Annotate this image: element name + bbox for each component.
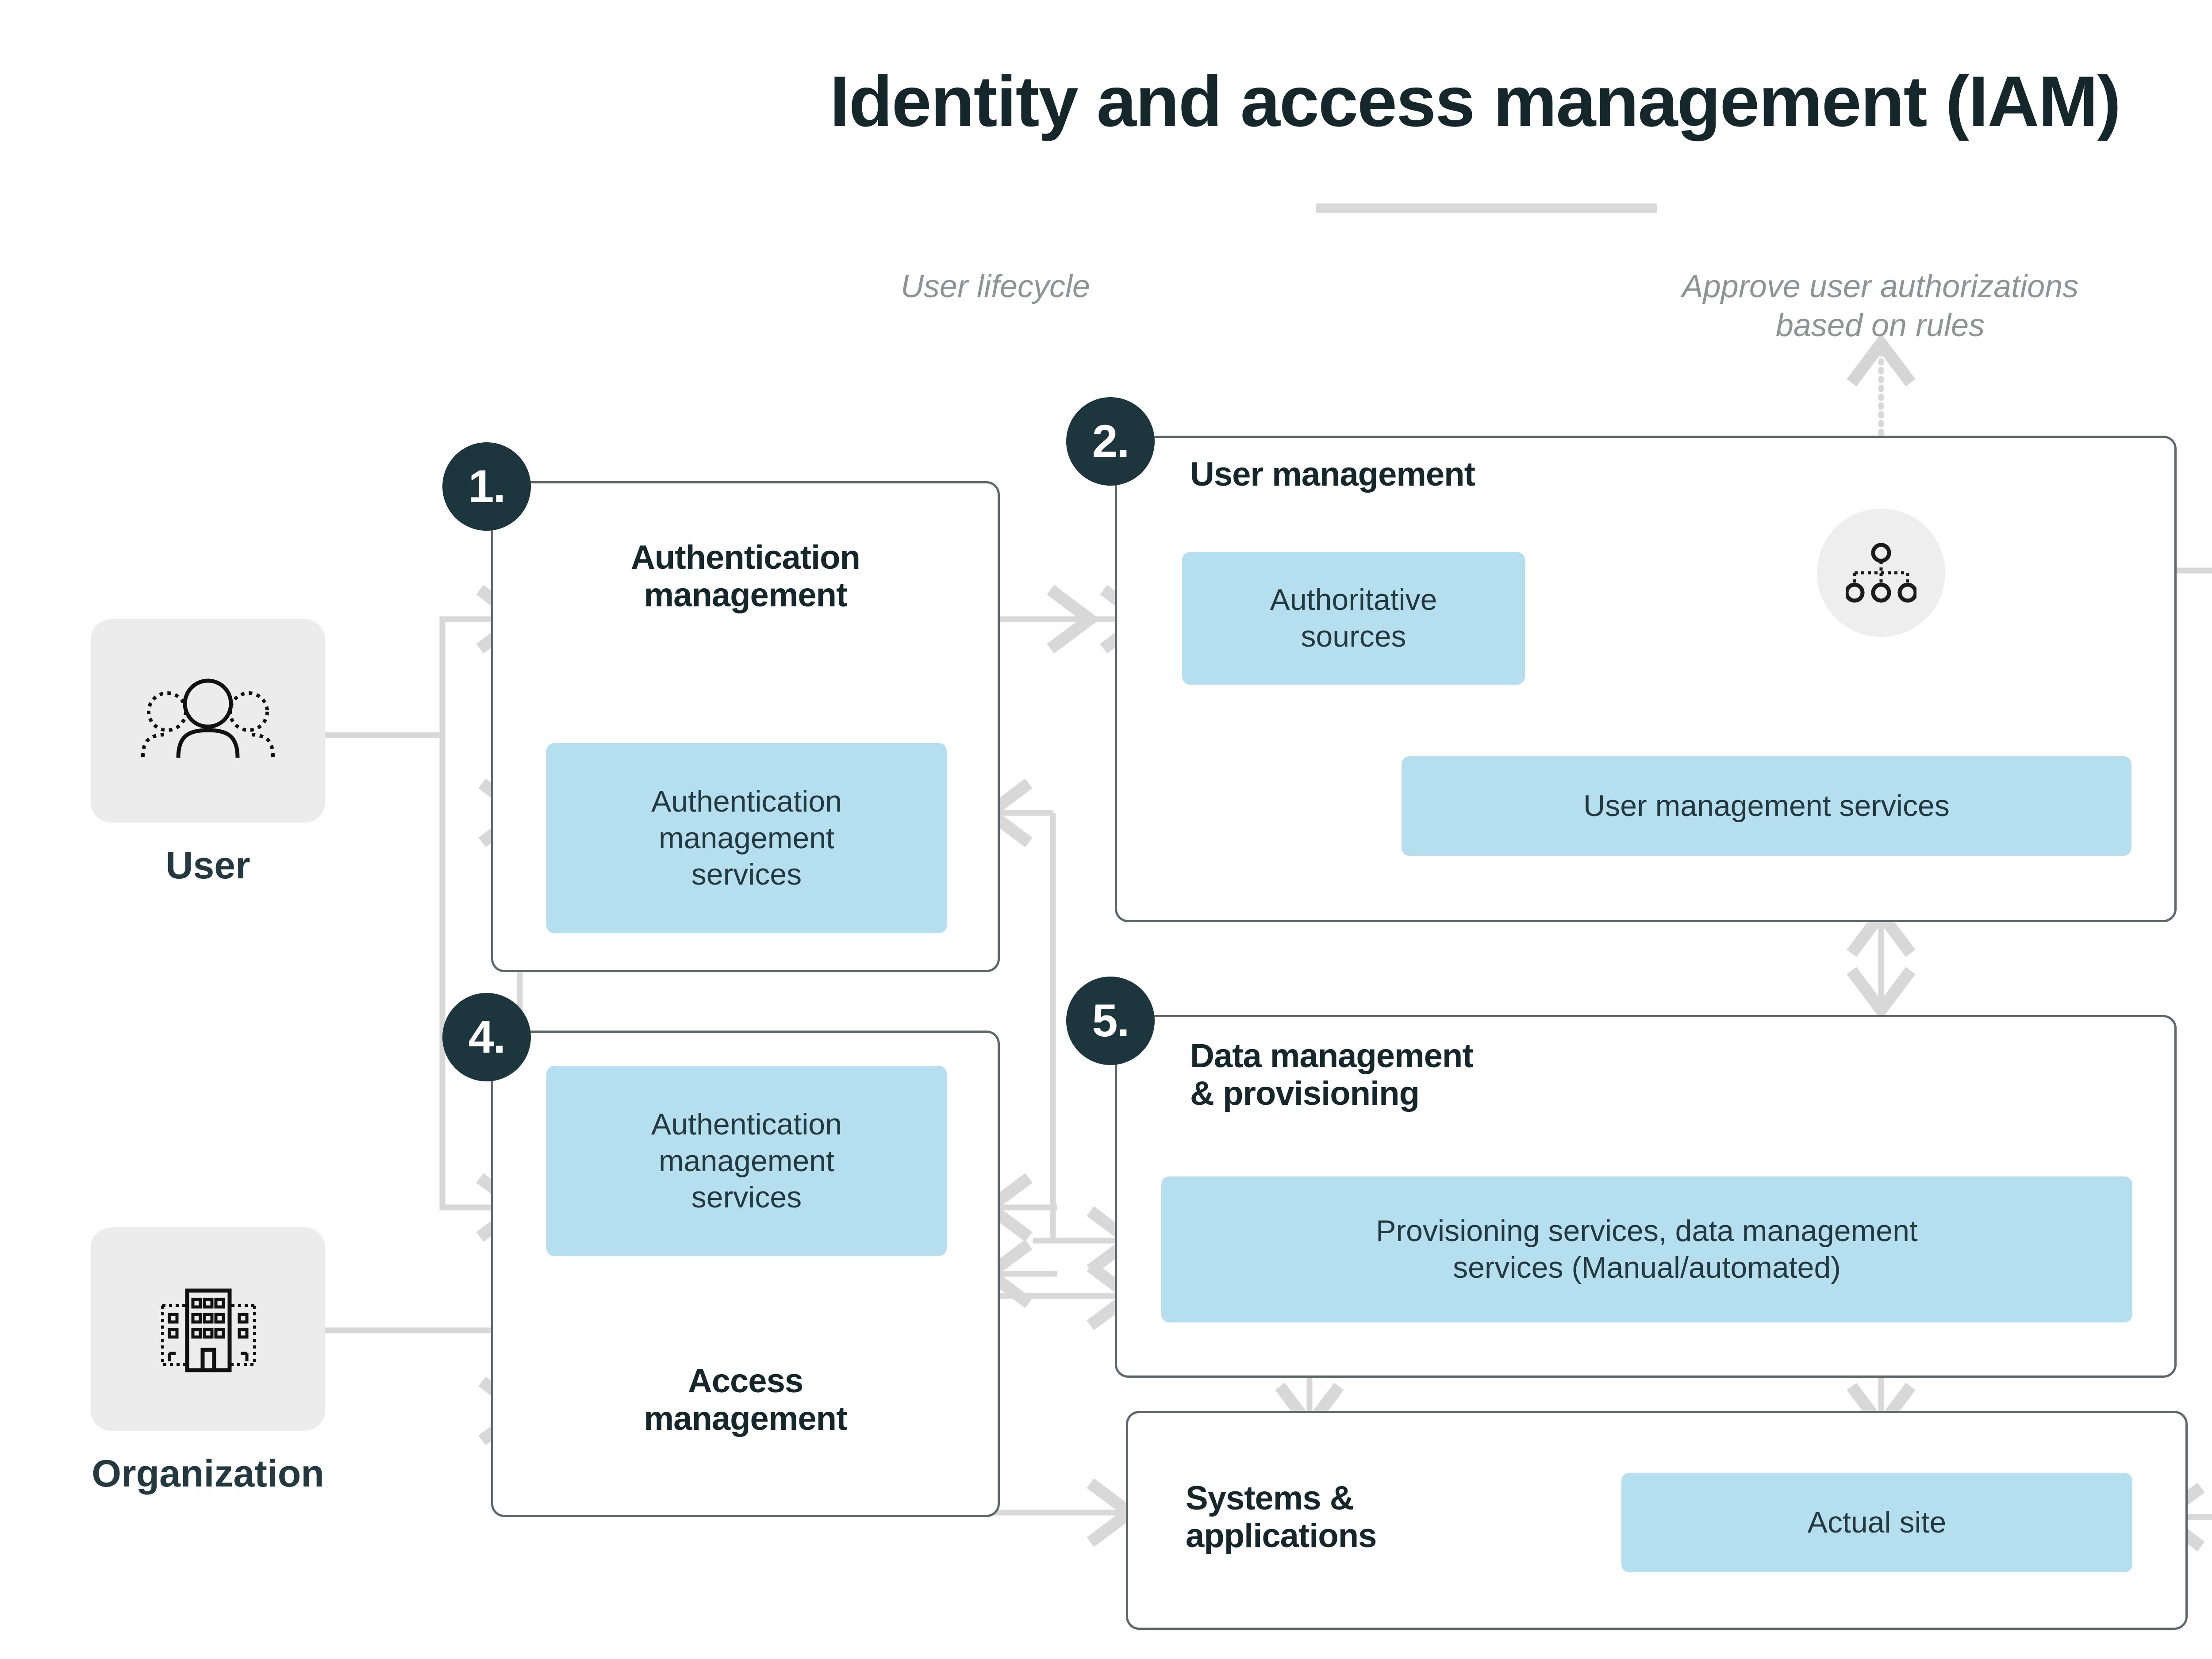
building-icon [161, 1288, 256, 1372]
entity-label-user: User [165, 844, 250, 887]
chip4-line3: services [691, 1180, 802, 1215]
chip1-line2: management [659, 821, 834, 855]
group1-title-line1: Authentication [631, 539, 860, 576]
annotation-approve-rules: Approve user authorizations based on rul… [1526, 268, 2212, 345]
chip2a-line1: Authoritative [1270, 583, 1437, 617]
entity-user[interactable]: User [91, 619, 325, 888]
badge-2[interactable]: 2. [1066, 397, 1155, 486]
chip1-line1: Authentication [651, 784, 842, 818]
chip5-line2: services (Manual/automated) [1453, 1251, 1841, 1284]
users-icon [141, 678, 275, 758]
hierarchy-icon-bubble [1817, 509, 1945, 637]
chip4-line1: Authentication [651, 1107, 842, 1141]
group4-title-line2: management [644, 1400, 848, 1438]
group7-title-line1: Systems & [1186, 1479, 1354, 1517]
chip-user-management-services[interactable]: User management services [1402, 756, 2131, 856]
chip1-line3: services [691, 858, 802, 892]
group7-title-line2: applications [1186, 1517, 1377, 1555]
hierarchy-icon [1846, 543, 1916, 602]
annotation-approve-line2: based on rules [1775, 307, 1985, 343]
chip-authoritative-sources[interactable]: Authoritative sources [1182, 552, 1525, 685]
page-title: Identity and access management (IAM) [830, 61, 2121, 142]
group-title-data-management: Data management & provisioning [1190, 1037, 1898, 1112]
group1-title-line2: management [644, 576, 848, 614]
entity-organization[interactable]: Organization [91, 1227, 325, 1496]
organization-tile [91, 1227, 325, 1431]
chip5-line1: Provisioning services, data management [1376, 1214, 1918, 1248]
entity-label-organization: Organization [92, 1452, 324, 1495]
annotation-approve-line1: Approve user authorizations [1682, 269, 2079, 304]
chip-authentication-management-services[interactable]: Authentication management services [546, 743, 947, 933]
user-tile [91, 619, 325, 823]
annotation-user-lifecycle: User lifecycle [900, 269, 1091, 304]
badge-1[interactable]: 1. [442, 442, 531, 531]
badge-4[interactable]: 4. [442, 993, 531, 1081]
group-title-access-management: Access management [513, 1362, 978, 1437]
badge-5[interactable]: 5. [1066, 977, 1155, 1065]
chip-authentication-management-services-2[interactable]: Authentication management services [546, 1066, 947, 1256]
group5-title-line1: Data management [1190, 1037, 1474, 1075]
chip-actual-site[interactable]: Actual site [1621, 1473, 2132, 1572]
group-title-user-management: User management [1190, 456, 1475, 493]
chip2a-line2: sources [1301, 620, 1406, 653]
group-title-authentication-management: Authentication management [513, 539, 978, 614]
chip-provisioning-services[interactable]: Provisioning services, data management s… [1161, 1176, 2132, 1322]
group-title-systems-applications: Systems & applications [1186, 1479, 1672, 1555]
group4-title-line1: Access [687, 1362, 803, 1400]
title-divider [1316, 203, 1657, 213]
chip4-line2: management [659, 1144, 834, 1178]
group5-title-line2: & provisioning [1190, 1075, 1420, 1113]
